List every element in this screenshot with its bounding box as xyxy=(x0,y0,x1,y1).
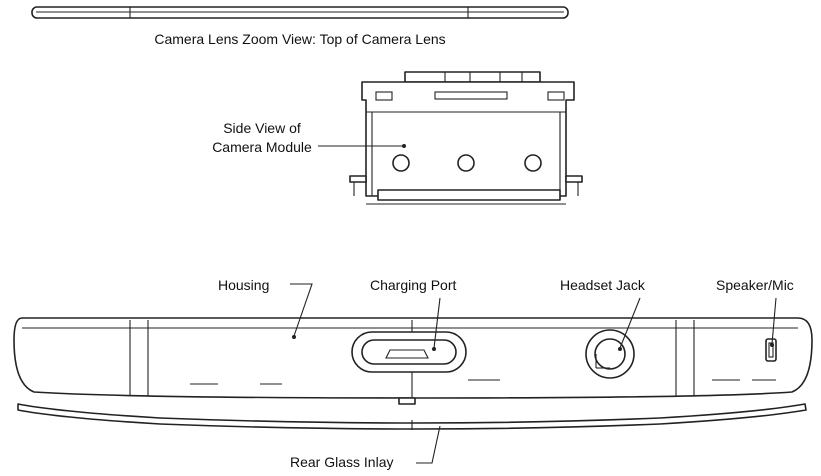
headset-jack-leader-dot xyxy=(618,347,622,351)
speaker-mic-leader xyxy=(771,297,777,345)
charging-port-label: Charging Port xyxy=(370,277,456,293)
housing-leader-dot xyxy=(292,335,296,339)
housing-leader xyxy=(290,283,313,337)
lens-zoom-caption: Camera Lens Zoom View: Top of Camera Len… xyxy=(154,31,445,47)
headset-jack xyxy=(585,329,635,379)
side-view-label-line2: Camera Module xyxy=(212,139,312,155)
charging-port-leader xyxy=(433,297,441,349)
speaker-mic-label: Speaker/Mic xyxy=(716,277,794,293)
headset-jack-label: Headset Jack xyxy=(560,277,646,293)
charging-port xyxy=(351,331,467,373)
camera-module-side-view xyxy=(349,71,583,205)
headset-jack-leader xyxy=(619,297,641,349)
charging-port-leader-dot xyxy=(432,347,436,351)
speaker-mic-leader-dot xyxy=(770,343,774,347)
camera-lens-top-view xyxy=(31,6,569,19)
speaker-mic-slot xyxy=(765,338,777,362)
side-view-label-line1: Side View of xyxy=(223,120,301,136)
housing-label: Housing xyxy=(218,277,269,293)
rear-glass-inlay xyxy=(17,403,807,430)
side-view-leader xyxy=(318,144,406,148)
rear-glass-leader xyxy=(416,425,441,464)
rear-glass-label: Rear Glass Inlay xyxy=(290,454,393,470)
